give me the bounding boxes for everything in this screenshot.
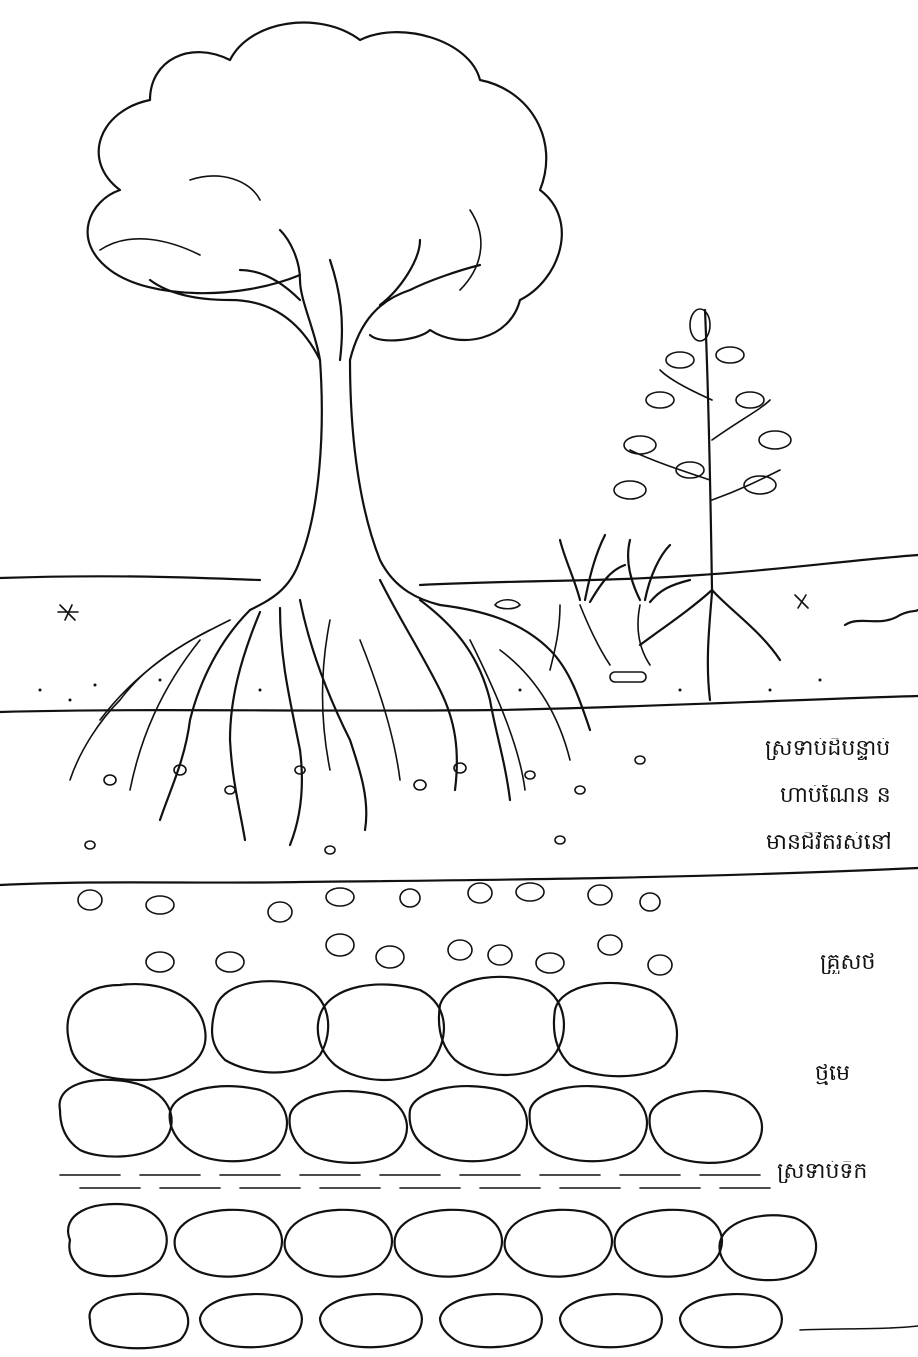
tree-crown xyxy=(88,23,562,341)
label-gravel: គ្រួសថ xyxy=(820,952,918,974)
grub xyxy=(610,672,646,682)
label-rock: ថ្មមេ xyxy=(815,1063,918,1085)
water-layer-dashes xyxy=(60,1175,770,1188)
label-topsoil-line1: ស្រទាប់ដីបន្ទាប់ xyxy=(765,738,918,760)
deep-bedrock xyxy=(68,1204,918,1348)
label-water-layer: ស្រទាប់ទឹក xyxy=(777,1161,918,1183)
beetle xyxy=(495,600,520,609)
label-topsoil-line3: មានជីវិតរស់នៅ xyxy=(766,832,918,854)
label-topsoil-line2: ហាប់ណែន ន xyxy=(780,785,918,807)
soil-subsoil-boundary xyxy=(0,696,918,712)
tree-crown-inner xyxy=(100,176,481,290)
tree-trunk xyxy=(250,360,440,610)
insect-right xyxy=(795,595,808,608)
earthworm xyxy=(845,610,918,625)
insect-left xyxy=(58,605,78,620)
gravel-stones xyxy=(78,883,672,975)
tree-branches xyxy=(150,230,480,360)
bedrock-boulders xyxy=(60,977,762,1163)
ground-surface-line xyxy=(0,555,918,585)
grass-clumps xyxy=(550,535,690,670)
tree-roots xyxy=(70,580,590,845)
gravel-boundary xyxy=(0,868,918,885)
topsoil-speckles xyxy=(39,679,822,702)
